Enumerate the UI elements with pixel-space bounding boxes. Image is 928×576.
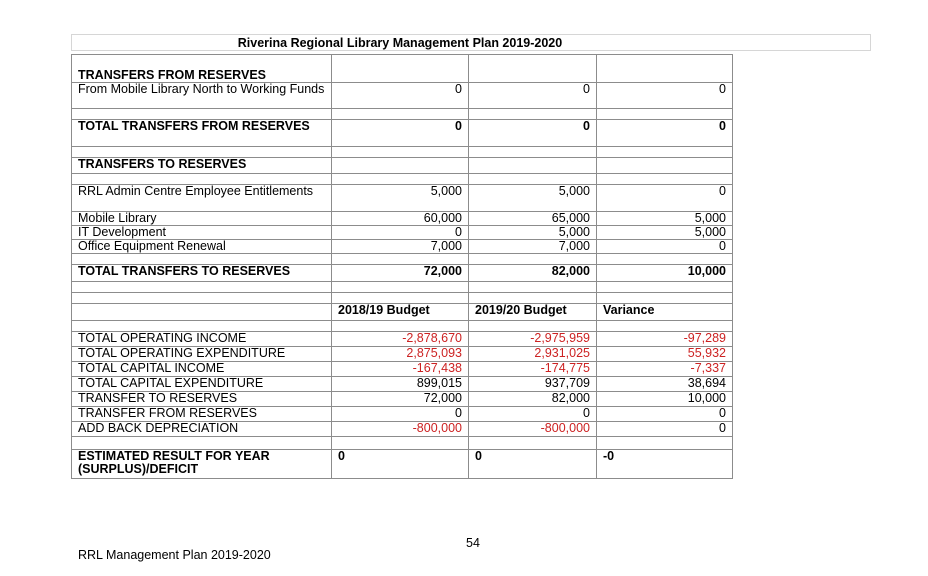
cell-value: -167,438 <box>331 361 469 377</box>
cell-value: 82,000 <box>468 391 597 407</box>
row-label: TOTAL OPERATING INCOME <box>71 331 332 347</box>
cell-value: 5,000 <box>331 184 469 212</box>
table-row: TRANSFERS FROM RESERVES <box>71 54 733 83</box>
row-label: RRL Admin Centre Employee Entitlements <box>71 184 332 212</box>
row-label: TRANSFER TO RESERVES <box>71 391 332 407</box>
table-row: TOTAL OPERATING INCOME -2,878,670 -2,975… <box>71 331 733 347</box>
table-row: TRANSFER FROM RESERVES 0 0 0 <box>71 406 733 422</box>
cell-value: 38,694 <box>596 376 733 392</box>
cell-value: 10,000 <box>596 391 733 407</box>
cell-value: 937,709 <box>468 376 597 392</box>
cell-value: -7,337 <box>596 361 733 377</box>
cell-value: 0 <box>596 239 733 254</box>
total-value: 10,000 <box>596 264 733 282</box>
table-row <box>71 173 733 185</box>
row-label: From Mobile Library North to Working Fun… <box>71 82 332 109</box>
cell-value: 0 <box>331 82 469 109</box>
table-row: RRL Admin Centre Employee Entitlements 5… <box>71 184 733 212</box>
cell-value: 0 <box>468 406 597 422</box>
table-row <box>71 320 733 332</box>
column-header: 2018/19 Budget <box>331 303 469 321</box>
result-value: 0 <box>468 449 597 479</box>
table-row: TOTAL TRANSFERS TO RESERVES 72,000 82,00… <box>71 264 733 282</box>
total-label: TOTAL TRANSFERS FROM RESERVES <box>71 119 332 147</box>
total-value: 0 <box>331 119 469 147</box>
section-heading: TRANSFERS TO RESERVES <box>71 157 332 174</box>
page-number: 54 <box>466 536 480 550</box>
section-heading: TRANSFERS FROM RESERVES <box>71 54 332 83</box>
table-row: Office Equipment Renewal 7,000 7,000 0 <box>71 239 733 254</box>
table-row: From Mobile Library North to Working Fun… <box>71 82 733 109</box>
result-value: 0 <box>331 449 469 479</box>
cell-value: 60,000 <box>331 211 469 226</box>
cell-value: 0 <box>331 406 469 422</box>
total-value: 72,000 <box>331 264 469 282</box>
row-label: Mobile Library <box>71 211 332 226</box>
cell-value: -2,878,670 <box>331 331 469 347</box>
document-title: Riverina Regional Library Management Pla… <box>237 36 563 50</box>
cell-value: -2,975,959 <box>468 331 597 347</box>
cell-value: 72,000 <box>331 391 469 407</box>
table-row: ESTIMATED RESULT FOR YEAR (SURPLUS)/DEFI… <box>71 449 733 479</box>
table-row <box>71 108 733 120</box>
table-row: IT Development 0 5,000 5,000 <box>71 225 733 240</box>
cell-value: 5,000 <box>596 211 733 226</box>
table-row: TOTAL OPERATING EXPENDITURE 2,875,093 2,… <box>71 346 733 362</box>
row-label: Office Equipment Renewal <box>71 239 332 254</box>
row-label: IT Development <box>71 225 332 240</box>
result-label: ESTIMATED RESULT FOR YEAR (SURPLUS)/DEFI… <box>71 449 332 479</box>
total-value: 0 <box>596 119 733 147</box>
cell-value: 0 <box>596 406 733 422</box>
table-row: TRANSFERS TO RESERVES <box>71 157 733 174</box>
cell-value: -800,000 <box>331 421 469 437</box>
cell-value: 55,932 <box>596 346 733 362</box>
table-row: TOTAL TRANSFERS FROM RESERVES 0 0 0 <box>71 119 733 147</box>
cell-value: -97,289 <box>596 331 733 347</box>
row-label: ADD BACK DEPRECIATION <box>71 421 332 437</box>
table-row: ADD BACK DEPRECIATION -800,000 -800,000 … <box>71 421 733 437</box>
column-header: Variance <box>596 303 733 321</box>
total-value: 0 <box>468 119 597 147</box>
table-row: TOTAL CAPITAL EXPENDITURE 899,015 937,70… <box>71 376 733 392</box>
table-row: TRANSFER TO RESERVES 72,000 82,000 10,00… <box>71 391 733 407</box>
cell-value: 0 <box>331 225 469 240</box>
row-label: TOTAL OPERATING EXPENDITURE <box>71 346 332 362</box>
cell-value: 2,931,025 <box>468 346 597 362</box>
cell-value: 0 <box>468 82 597 109</box>
title-box <box>71 34 871 51</box>
table-row <box>71 253 733 265</box>
total-label: TOTAL TRANSFERS TO RESERVES <box>71 264 332 282</box>
total-value: 82,000 <box>468 264 597 282</box>
table-row: Mobile Library 60,000 65,000 5,000 <box>71 211 733 226</box>
table-row <box>71 281 733 293</box>
cell-value: 0 <box>596 421 733 437</box>
cell-value: 5,000 <box>468 225 597 240</box>
cell-value: 65,000 <box>468 211 597 226</box>
row-label: TOTAL CAPITAL EXPENDITURE <box>71 376 332 392</box>
row-label: TRANSFER FROM RESERVES <box>71 406 332 422</box>
page-footer: RRL Management Plan 2019-2020 <box>78 548 271 562</box>
cell-value: -174,775 <box>468 361 597 377</box>
column-header: 2019/20 Budget <box>468 303 597 321</box>
table-row <box>71 436 733 450</box>
cell-value: 2,875,093 <box>331 346 469 362</box>
cell-value: 899,015 <box>331 376 469 392</box>
cell-value: 7,000 <box>331 239 469 254</box>
cell-value: 5,000 <box>468 184 597 212</box>
table-row <box>71 292 733 304</box>
cell-value: 0 <box>596 82 733 109</box>
result-value: -0 <box>596 449 733 479</box>
cell-value: 5,000 <box>596 225 733 240</box>
cell-value: 7,000 <box>468 239 597 254</box>
budget-table: TRANSFERS FROM RESERVES From Mobile Libr… <box>71 54 733 479</box>
table-row: TOTAL CAPITAL INCOME -167,438 -174,775 -… <box>71 361 733 377</box>
table-row <box>71 146 733 158</box>
cell-value: 0 <box>596 184 733 212</box>
row-label: TOTAL CAPITAL INCOME <box>71 361 332 377</box>
table-row: 2018/19 Budget 2019/20 Budget Variance <box>71 303 733 321</box>
cell-value: -800,000 <box>468 421 597 437</box>
